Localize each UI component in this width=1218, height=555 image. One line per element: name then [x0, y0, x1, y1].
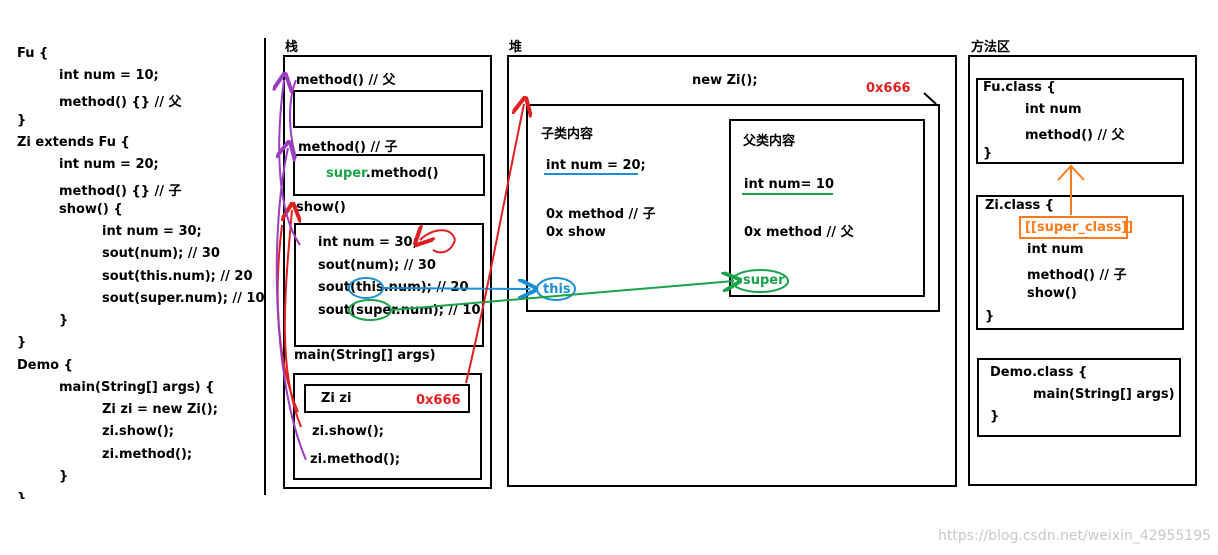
code-line: sout(super.num); // 10 [102, 291, 265, 306]
show-line: sout(super.num); // 10 [318, 303, 481, 318]
fu-class-header: Fu.class { [983, 80, 1056, 95]
zi-class-box [976, 195, 1184, 330]
method-area-title: 方法区 [971, 40, 1011, 55]
new-zi-label: new Zi(); [692, 73, 758, 88]
zi-method-call: zi.method(); [310, 452, 401, 467]
zi-class-method: method() // 子 [1027, 268, 1127, 283]
divider [264, 38, 266, 495]
code-line: Zi zi = new Zi(); [102, 402, 218, 417]
sub-method: 0x method // 子 [546, 207, 656, 222]
stack-frame-label: method() // 父 [296, 73, 396, 88]
super-class-label: [[super_class]] [1025, 220, 1134, 235]
sub-num: int num = 20; [546, 158, 646, 173]
stack-frame-label: main(String[] args) [294, 348, 436, 363]
fu-class-method: method() // 父 [1025, 128, 1125, 143]
sub-show: 0x show [546, 225, 606, 240]
show-line: sout(this.num); // 20 [318, 280, 469, 295]
code-line: zi.show(); [102, 424, 174, 439]
fu-class-box [976, 78, 1184, 164]
zi-variable: Zi zi [321, 391, 352, 406]
code-line: } [17, 491, 27, 499]
stack-frame-method-fu [293, 90, 483, 128]
code-line: zi.method(); [102, 447, 193, 462]
object-address: 0x666 [866, 81, 911, 96]
code-line: int num = 10; [59, 68, 159, 83]
code-line: } [59, 469, 69, 484]
super-method-call: super.method() [326, 166, 439, 181]
code-line: Demo { [17, 358, 73, 373]
show-line: sout(num); // 30 [318, 258, 436, 273]
stack-frame-label: method() // 子 [298, 140, 398, 155]
demo-class-close: } [990, 409, 1000, 424]
sub-content-title: 子类内容 [541, 127, 594, 142]
code-line: } [59, 313, 69, 328]
heap-title: 堆 [509, 40, 523, 55]
code-line: method() {} // 子 [59, 184, 182, 199]
code-line: sout(this.num); // 20 [102, 269, 253, 284]
zi-class-close: } [985, 309, 995, 324]
code-line: Zi extends Fu { [17, 135, 130, 150]
code-line: Fu { [17, 46, 49, 61]
super-label: super [743, 273, 785, 288]
code-line: int num = 20; [59, 157, 159, 172]
method-area [968, 55, 1197, 486]
parent-content-box [729, 119, 925, 297]
zi-class-header: Zi.class { [985, 198, 1055, 213]
code-line: sout(num); // 30 [102, 246, 220, 261]
demo-class-main: main(String[] args) [1033, 387, 1175, 402]
watermark: https://blog.csdn.net/weixin_42955195 [938, 528, 1212, 544]
demo-class-box [977, 358, 1181, 437]
super-keyword: super [326, 166, 366, 181]
stack-frame-label: show() [296, 200, 346, 215]
zi-address: 0x666 [416, 393, 461, 408]
code-line: method() {} // 父 [59, 95, 182, 110]
demo-class-header: Demo.class { [990, 365, 1088, 380]
parent-content-title: 父类内容 [743, 134, 796, 149]
fu-class-num: int num [1025, 102, 1082, 117]
stack-title: 栈 [285, 40, 299, 55]
parent-method: 0x method // 父 [744, 225, 854, 240]
code-line: main(String[] args) { [59, 380, 215, 395]
super-class-box [1019, 216, 1128, 239]
method-call: .method() [365, 166, 439, 181]
zi-class-show: show() [1027, 286, 1077, 301]
code-line: } [17, 113, 27, 128]
code-line: show() { [59, 202, 123, 217]
this-label: this [543, 282, 571, 297]
code-line: } [17, 335, 27, 350]
zi-class-num: int num [1027, 242, 1084, 257]
show-line: int num = 30; [318, 235, 418, 250]
zi-show-call: zi.show(); [312, 424, 384, 439]
fu-class-close: } [983, 146, 993, 161]
zi-object [526, 104, 940, 312]
code-line: int num = 30; [102, 224, 202, 239]
parent-num: int num= 10 [744, 177, 835, 192]
